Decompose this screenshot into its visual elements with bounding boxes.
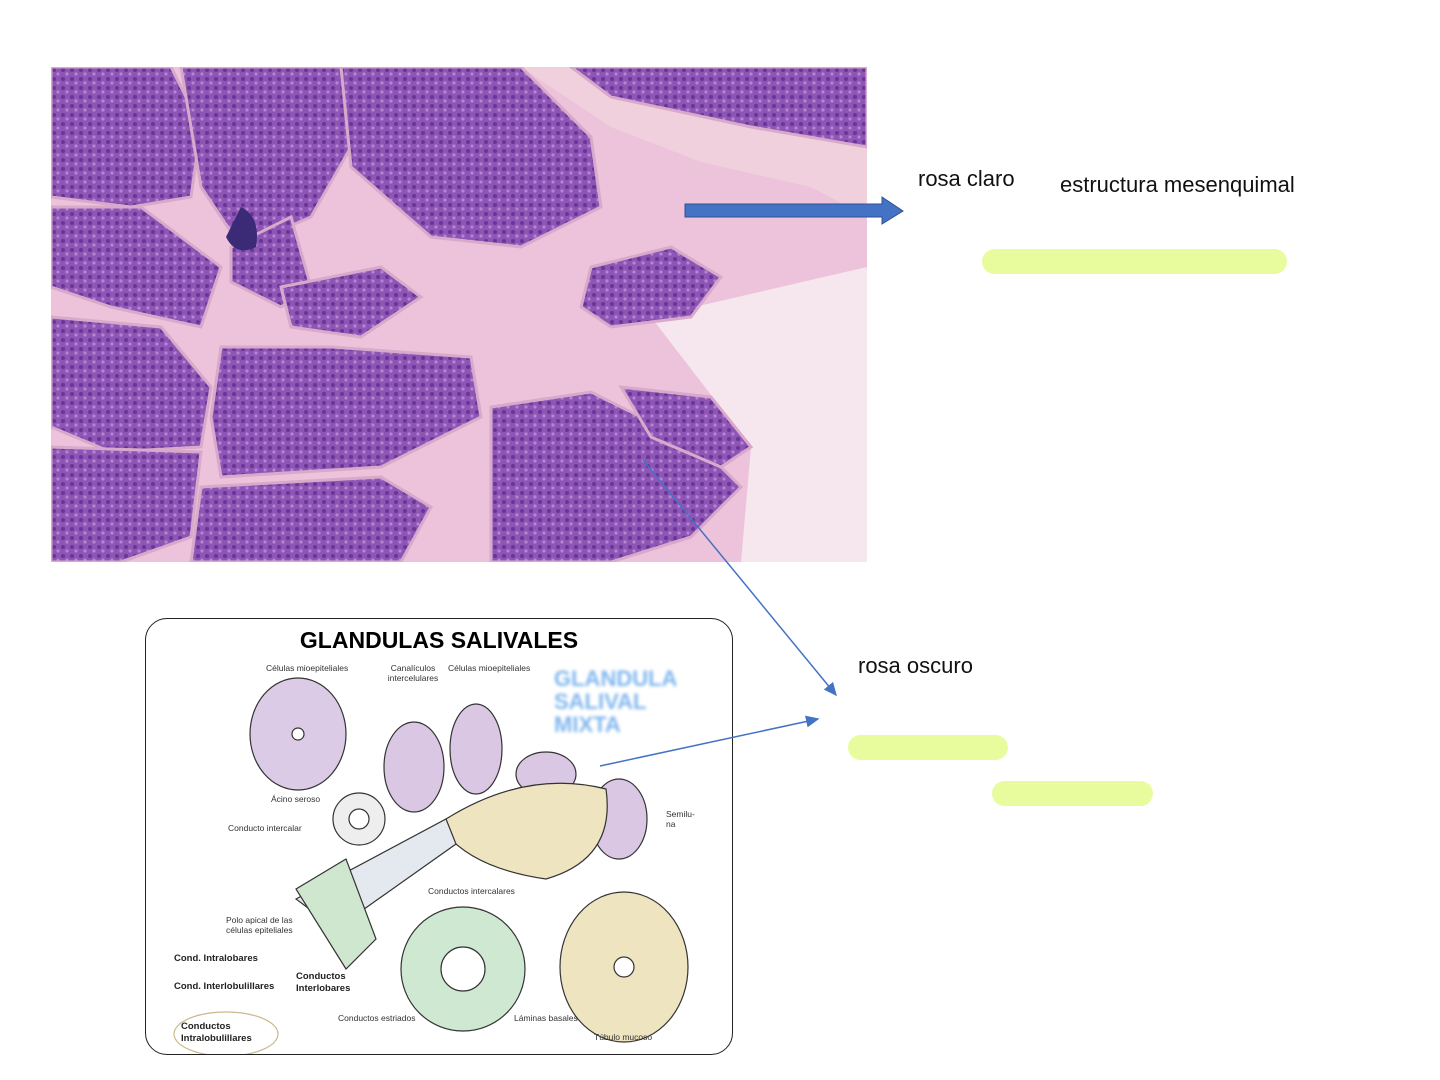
label-cond-intralobares: Cond. Intralobares bbox=[174, 953, 258, 964]
label-rosa-oscuro: rosa oscuro bbox=[858, 653, 973, 678]
label-acino-seroso: Ácino seroso bbox=[271, 794, 321, 804]
highlight-bar bbox=[848, 735, 1008, 760]
label-canaliculos: Canalículos intercelulares bbox=[387, 663, 439, 683]
watermark-line: SALIVAL bbox=[554, 689, 647, 714]
label-conductos-interlobares: Conductos Interlobares bbox=[296, 971, 351, 994]
label-laminas-basales: Láminas basales bbox=[514, 1013, 578, 1023]
histology-image bbox=[49, 65, 869, 564]
diagram-illustration bbox=[173, 677, 689, 1054]
label-cond-interlobulillares: Cond. Interlobulillares bbox=[174, 981, 275, 992]
label-polo-apical: Polo apical de las células epiteliales bbox=[226, 915, 293, 935]
label-semiluna: Semilu- na bbox=[666, 809, 695, 829]
label-celulas-mioepiteliales-2: Células mioepiteliales bbox=[448, 663, 531, 673]
label-conductos-intralobulillares: Conductos Intralobulillares bbox=[181, 1021, 252, 1044]
label-tubulo-mucoso: Túbulo mucoso bbox=[594, 1032, 653, 1042]
label-conductos-intercalares: Conductos intercalares bbox=[428, 886, 515, 896]
salivary-gland-diagram: GLANDULAS SALIVALES GLANDULA SALIVAL MIX… bbox=[145, 618, 733, 1055]
diagram-title: GLANDULAS SALIVALES bbox=[299, 627, 579, 653]
label-conductos-estriados: Conductos estriados bbox=[338, 1013, 416, 1023]
highlight-bar bbox=[992, 781, 1153, 806]
label-rosa-claro: rosa claro bbox=[918, 166, 1015, 191]
highlight-bar bbox=[982, 249, 1287, 274]
label-celulas-mioepiteliales-1: Células mioepiteliales bbox=[266, 663, 349, 673]
label-estructura-mesenquimal: estructura mesenquimal bbox=[1060, 172, 1295, 197]
label-conducto-intercalar: Conducto intercalar bbox=[228, 823, 302, 833]
